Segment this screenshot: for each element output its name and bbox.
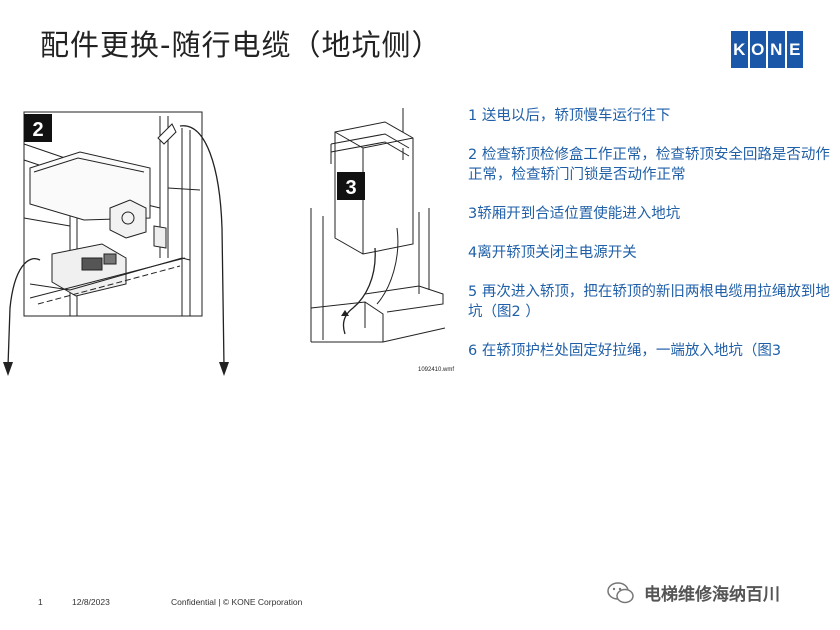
step-item: 3轿厢开到合适位置使能进入地坑	[468, 206, 681, 222]
wechat-icon	[607, 581, 634, 603]
footer-date: 12/8/2023	[72, 597, 110, 607]
watermark: 电梯维修海纳百川	[606, 580, 780, 605]
figure-3-label: 3	[345, 177, 356, 199]
instruction-steps: 1 送电以后，轿顶慢车运行往下 2 检查轿顶检修盒工作正常，检查轿顶安全回路是否…	[468, 106, 830, 380]
footer-confidential: Confidential | © KONE Corporation	[171, 597, 303, 607]
figure-2-label: 2	[32, 119, 43, 141]
step-item: 2 检查轿顶检修盒工作正常，检查轿顶安全回路是否动作正常，检查轿门门锁是否动作正…	[468, 147, 830, 183]
figure-2-car-top: 2	[3, 111, 229, 376]
watermark-text: 电梯维修海纳百川	[644, 585, 780, 605]
step-item: 4离开轿顶关闭主电源开关	[468, 245, 637, 261]
logo-letter: O	[749, 31, 766, 68]
logo-letter: K	[731, 31, 748, 68]
figure-3-shaft-pit: 3 1092410.wmf	[310, 108, 454, 373]
logo-letter: N	[768, 31, 785, 68]
step-item: 5 再次进入轿顶，把在轿顶的新旧两根电缆用拉绳放到地坑（图2 ）	[468, 284, 830, 320]
footer-page-number: 1	[38, 597, 43, 607]
kone-logo: K O N E	[731, 31, 803, 68]
logo-letter: E	[786, 31, 803, 68]
step-item: 1 送电以后，轿顶慢车运行往下	[468, 108, 671, 124]
page-title: 配件更换-随行电缆（地坑侧）	[40, 28, 442, 62]
step-item: 6 在轿顶护栏处固定好拉绳，一端放入地坑（图3	[468, 343, 782, 359]
figure-3-caption: 1092410.wmf	[418, 367, 454, 373]
